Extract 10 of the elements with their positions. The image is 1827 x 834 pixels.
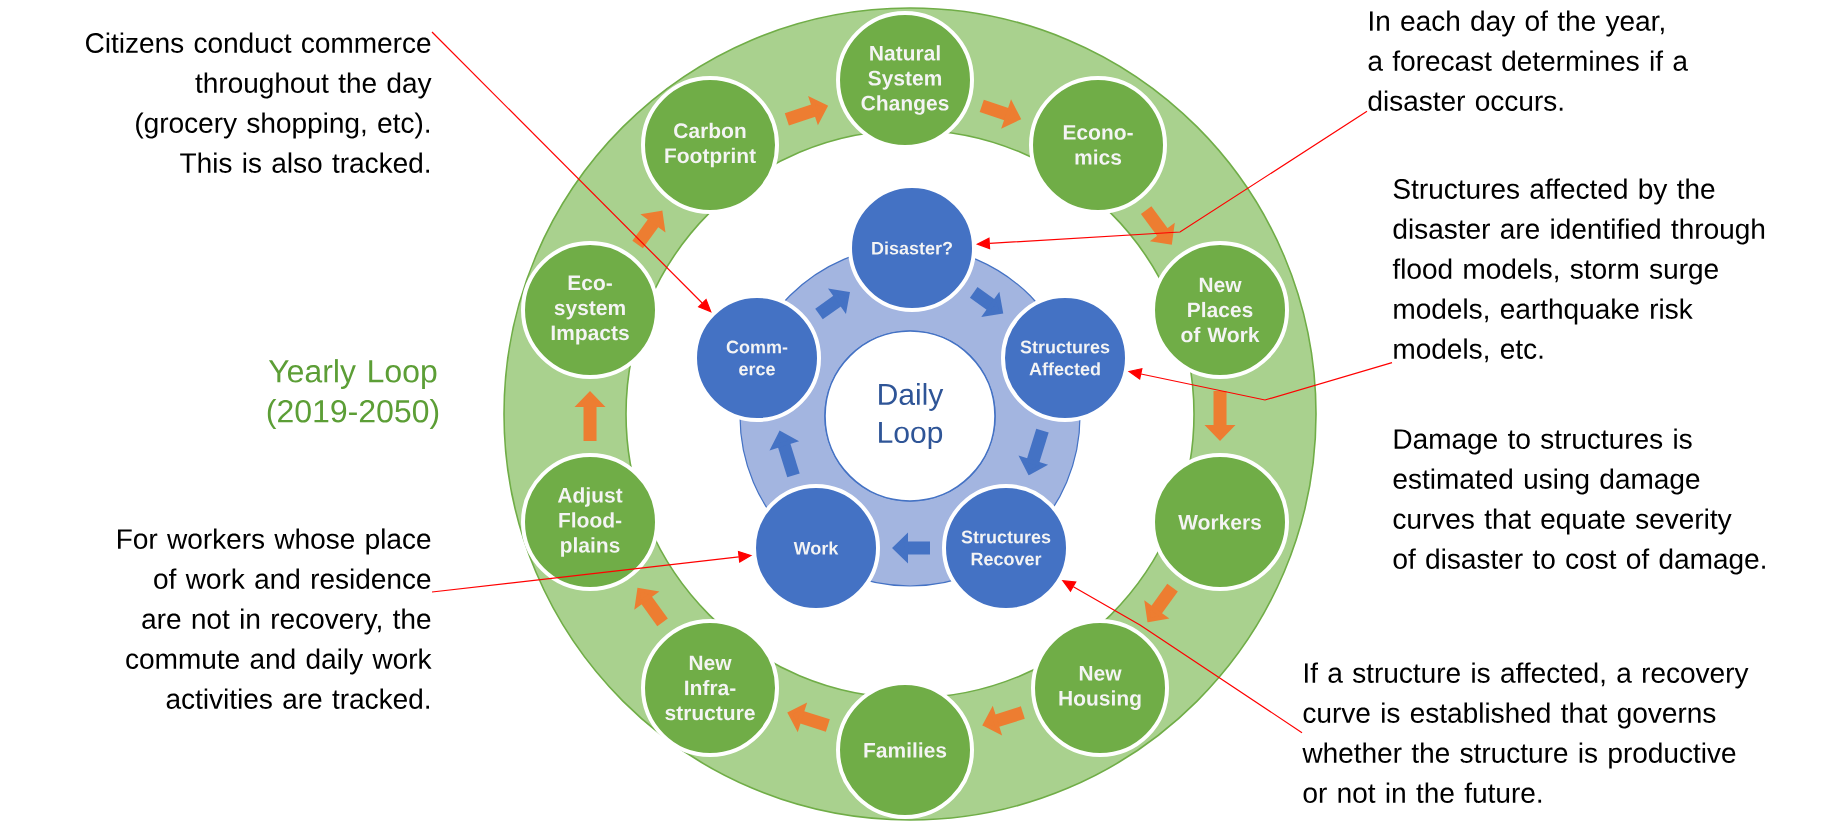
loop-label: Yearly Loop (2019-2050) [267,359,439,429]
annotation-text: Citizens conduct commerce throughout the day (grocery shopping, etc). This is also tracked. [86,32,432,173]
annotation-text: In each day of the year, a forecast determines if a disaster occurs. [1368,10,1688,111]
annotation-text: If a structure is affected, a recovery curve is established that governs whether the structure is productive or not in the future. [1302,662,1749,803]
leader-line [431,31,712,313]
block-arrow [1140,206,1175,245]
block-arrow [815,288,850,320]
annotation-text: Structures affected by the disaster are identified through flood models, storm surge models, earthquake risk models, etc. [1392,178,1765,363]
annotation-text: For workers whose place of work and residence are not in recovery, the commute and daily work activities are tracked. [118,528,432,709]
annotation-text: Damage to structures is estimated using damage curves that equate severity of disaster to cost of damage. [1393,428,1765,575]
